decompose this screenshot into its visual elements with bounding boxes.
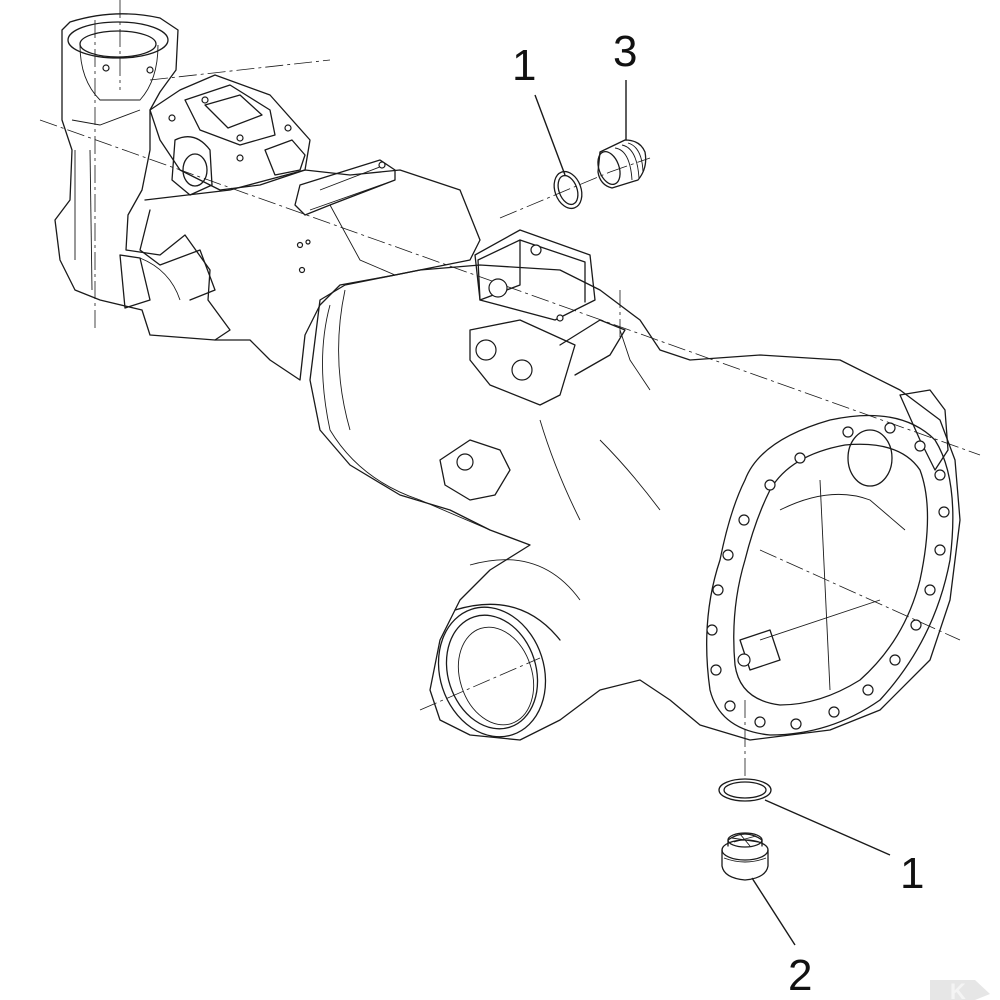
brand-logo-letter: K [950,979,966,1000]
pinion-bore [437,559,581,738]
o-ring-top [553,170,583,210]
axle-centre-tube [144,159,481,381]
plug-top [597,139,647,189]
callout-o-ring-bottom: 1 [900,849,924,898]
brand-logo: K [930,979,990,1000]
leader-lines [534,80,891,946]
plug-bottom [721,832,769,881]
pivot-bracket-left [149,74,311,196]
left-axle-arm [54,13,231,341]
callout-plug-top: 3 [613,27,637,76]
centre-lines [39,0,981,778]
callout-plug-bottom: 2 [788,951,812,1000]
o-ring-bottom [718,778,772,802]
right-flange [706,389,954,736]
callout-o-ring-top: 1 [512,41,536,90]
differential-housing [309,229,961,741]
